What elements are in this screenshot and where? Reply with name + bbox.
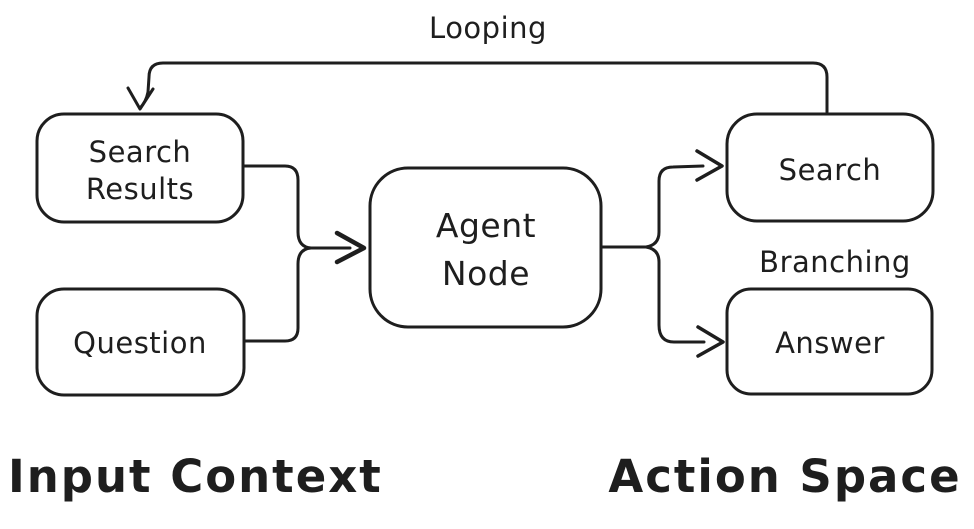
branch-up-arrowhead-icon [695, 149, 724, 182]
node-search-results-label-line2: Results [86, 172, 194, 206]
edge-agent-to-answer [644, 245, 706, 344]
branching-annotation: Branching [759, 245, 911, 279]
merge-arrowhead-icon [334, 230, 367, 265]
edge-agent-to-search [644, 164, 705, 249]
node-search-results-box [35, 112, 245, 224]
branch-down-arrowhead-icon [696, 325, 725, 358]
node-search-box [725, 112, 935, 223]
looping-annotation: Looping [429, 11, 547, 45]
node-answer-box [725, 287, 934, 396]
input-context-label: Input Context [8, 450, 383, 503]
node-search-label: Search [779, 153, 882, 187]
node-answer-label: Answer [775, 326, 885, 360]
node-search-results-label-line1: Search [89, 135, 192, 169]
node-agent-label-line1: Agent [436, 206, 536, 245]
node-agent-box [368, 166, 603, 329]
node-agent-label-line2: Node [442, 254, 530, 293]
action-space-label: Action Space [608, 450, 961, 503]
node-question-label: Question [73, 326, 207, 360]
edge-search-results-to-agent [241, 164, 313, 250]
loop-arrowhead-icon [126, 86, 155, 111]
edge-loop-search-to-search-results [138, 61, 829, 114]
edge-question-to-agent [242, 246, 313, 343]
